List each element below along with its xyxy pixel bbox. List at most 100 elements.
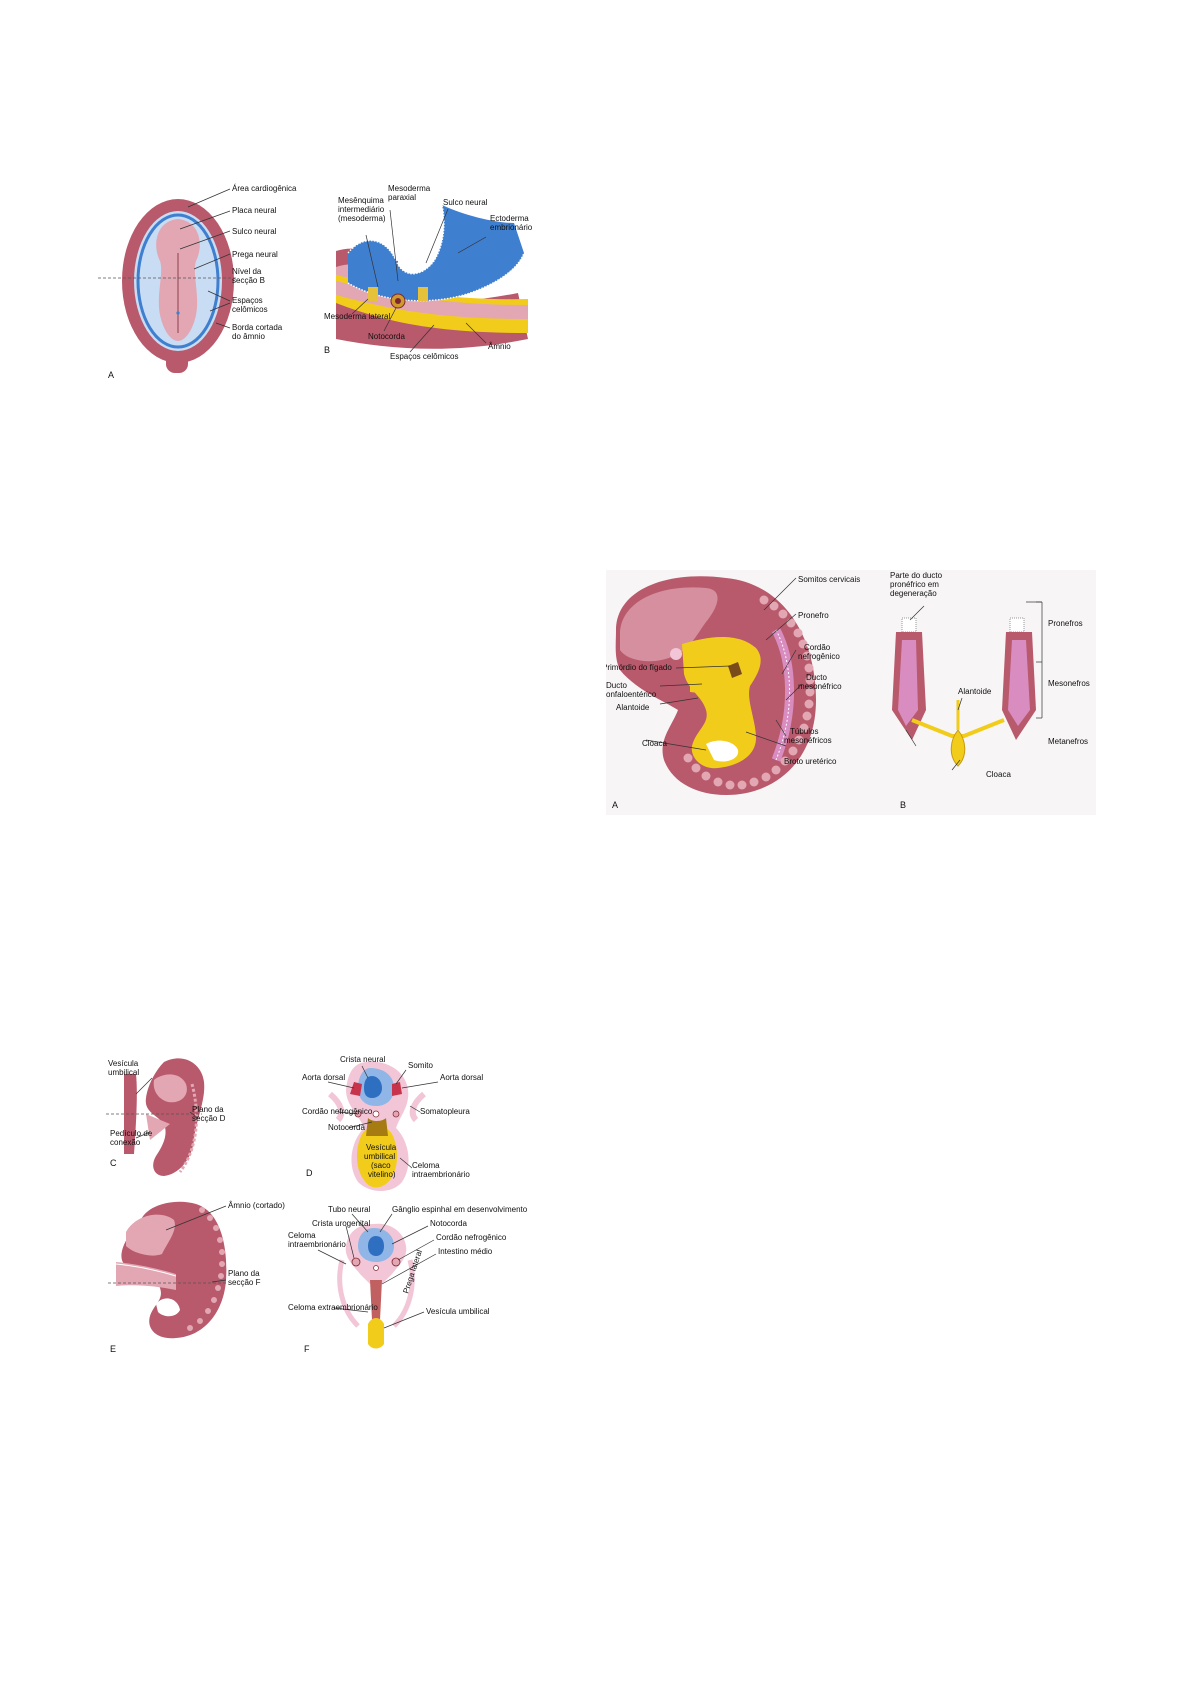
label-pronefro: Pronefro <box>798 611 829 620</box>
label-ectoderma: Ectoderma <box>490 214 529 223</box>
panel-f-leader-lines <box>317 1213 437 1329</box>
label-mesonefros: Mesonefros <box>1048 679 1090 688</box>
label-tubo-neural: Tubo neural <box>328 1205 371 1214</box>
label-area-cardiogenica: Área cardiogênica <box>232 184 297 193</box>
label-ducto-onfalo: Ducto <box>606 681 627 690</box>
label-notocorda-f: Notocorda <box>430 1219 467 1228</box>
label-cordao: Cordão <box>804 643 831 652</box>
label-embrionario: embrionário <box>490 223 533 232</box>
label-seccao-d: secção D <box>192 1114 226 1123</box>
label-intraembrionario-d: intraembrionário <box>412 1170 470 1179</box>
label-amnio-cortado: Âmnio (cortado) <box>228 1201 285 1210</box>
label-sulco-neural-b: Sulco neural <box>443 198 488 207</box>
label-amnio: Âmnio <box>488 342 511 351</box>
label-broto-ureterico: Broto uretérico <box>784 757 837 766</box>
panel-e-somite-dots <box>187 1207 225 1331</box>
figure-1-svg: Área cardiogênica Placa neural Sulco neu… <box>98 184 533 380</box>
label-notocorda: Notocorda <box>368 332 405 341</box>
label-plano-da-d: Plano da <box>192 1105 224 1114</box>
panel-letter-b: B <box>324 345 330 355</box>
label-somito: Somito <box>408 1061 433 1070</box>
panel-a-embryo-disc <box>122 199 234 373</box>
panel-b-leader-lines <box>905 601 1043 771</box>
label-vesicula-umbilical-f: Vesícula umbilical <box>426 1307 490 1316</box>
label-espacos-celomicos-b: Espaços celômicos <box>390 352 458 361</box>
panel-c-embryo <box>124 1058 205 1176</box>
label-intestino-medio: Intestino médio <box>438 1247 493 1256</box>
label-pronefrico-em: pronéfrico em <box>890 580 939 589</box>
label-vesicula-d: Vesícula <box>366 1143 397 1152</box>
label-ganglio-espinhal: Gânglio espinhal em desenvolvimento <box>392 1205 528 1214</box>
label-sulco-neural-a: Sulco neural <box>232 227 277 236</box>
label-celoma-extraembrionario: Celoma extraembrionário <box>288 1303 378 1312</box>
panel-b-cross-section <box>336 204 528 349</box>
label-placa-neural: Placa neural <box>232 206 277 215</box>
label-intraembrionario-f: intraembrionário <box>288 1240 346 1249</box>
panel-a-leader-lines <box>645 577 803 751</box>
label-cloaca-a: Cloaca <box>642 739 667 748</box>
panel-e-leader-lines <box>165 1205 227 1283</box>
label-cordao-nefrogenico-d: Cordão nefrogênico <box>302 1107 373 1116</box>
panel-a-leader-lines <box>179 188 231 329</box>
panel-e-embryo <box>115 1201 227 1339</box>
label-ducto-a: Ducto <box>806 673 827 682</box>
label-mesoderma-lateral: Mesoderma lateral <box>324 312 390 321</box>
label-vitelino-d: vitelino) <box>368 1170 396 1179</box>
figure-1: Área cardiogênica Placa neural Sulco neu… <box>98 183 558 388</box>
label-pediculo-de: Pedículo de <box>110 1129 153 1138</box>
panel-letter-e: E <box>110 1344 116 1354</box>
label-mesoderma: Mesoderma <box>388 184 431 193</box>
panel-b-leader-lines <box>351 208 487 353</box>
label-mesonefrico: mesonéfrico <box>798 682 842 691</box>
label-tubulos: Túbulos <box>790 727 818 736</box>
label-borda-cortada: Borda cortada <box>232 323 283 332</box>
panel-letter-a: A <box>108 370 114 380</box>
panel-letter-c: C <box>110 1158 117 1168</box>
panel-d-leader-lines <box>327 1065 439 1169</box>
label-alantoide-b: Alantoide <box>958 687 992 696</box>
label-saco-d: (saco <box>371 1161 391 1170</box>
label-aorta-dorsal-l: Aorta dorsal <box>302 1073 345 1082</box>
label-somitos-cervicais: Somitos cervicais <box>798 575 860 584</box>
figure-3: Vesícula umbilical Plano da secção D Ped… <box>106 1054 566 1374</box>
panel-letter-d: D <box>306 1168 313 1178</box>
label-celoma-f: Celoma <box>288 1231 316 1240</box>
label-plano-da-f: Plano da <box>228 1269 260 1278</box>
label-conexao: conexão <box>110 1138 141 1147</box>
panel-c-leader-lines <box>135 1077 199 1139</box>
label-mesenquima: Mesênquima <box>338 196 384 205</box>
label-umbilical-d: umbilical <box>364 1152 395 1161</box>
panel-b-kidneys <box>892 617 1036 767</box>
label-parte-do-ducto: Parte do ducto <box>890 571 943 580</box>
label-nivel-da: Nível da <box>232 267 262 276</box>
label-prega-neural: Prega neural <box>232 250 278 259</box>
label-metanefros: Metanefros <box>1048 737 1088 746</box>
label-somatopleura: Somatopleura <box>420 1107 470 1116</box>
label-do-amnio: do âmnio <box>232 332 265 341</box>
panel-letter-a2: A <box>612 800 618 810</box>
label-intermediario: intermediário <box>338 205 385 214</box>
label-mesoderma-paren: (mesoderma) <box>338 214 386 223</box>
panel-f-cross-section <box>337 1223 415 1349</box>
label-umbilical-c: umbilical <box>108 1068 139 1077</box>
label-alantoide-a: Alantoide <box>616 703 650 712</box>
label-seccao-b: secção B <box>232 276 265 285</box>
label-primordio-figado: Primórdio do fígado <box>606 663 672 672</box>
label-crista-urogenital: Crista urogenital <box>312 1219 370 1228</box>
label-celoma-d: Celoma <box>412 1161 440 1170</box>
label-onfaloenterico: onfaloentérico <box>606 690 657 699</box>
label-cloaca-b: Cloaca <box>986 770 1011 779</box>
label-espacos: Espaços <box>232 296 263 305</box>
label-mesonefricos: mesonéfricos <box>784 736 832 745</box>
label-celomicos: celômicos <box>232 305 268 314</box>
figure-2: Somitos cervicais Pronefro Cordão nefrog… <box>606 570 1096 815</box>
label-crista-neural: Crista neural <box>340 1055 386 1064</box>
figure-3-svg: Vesícula umbilical Plano da secção D Ped… <box>106 1055 528 1354</box>
label-aorta-dorsal-r: Aorta dorsal <box>440 1073 483 1082</box>
panel-d-cross-section <box>327 1061 427 1191</box>
label-pronefros: Pronefros <box>1048 619 1083 628</box>
figure-2-svg: Somitos cervicais Pronefro Cordão nefrog… <box>606 570 1096 815</box>
label-nefrogenico: nefrogênico <box>798 652 840 661</box>
label-seccao-f: secção F <box>228 1278 261 1287</box>
panel-letter-f: F <box>304 1344 310 1354</box>
